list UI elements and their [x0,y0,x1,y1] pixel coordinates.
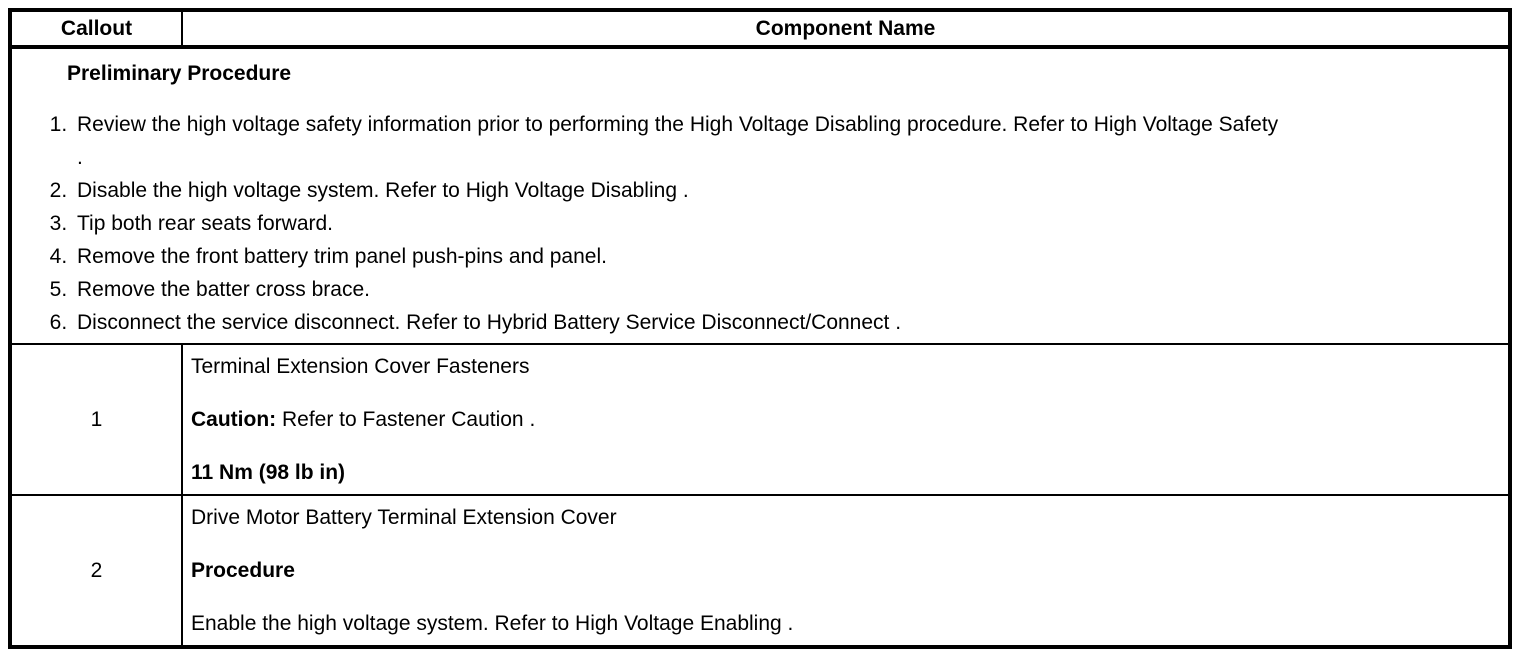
component-name-text: Terminal Extension Cover Fasteners [191,350,1498,383]
component-cell-2: Drive Motor Battery Terminal Extension C… [181,494,1511,648]
callout-number-1: 1 [9,343,183,496]
preliminary-step-3: Tip both rear seats forward. [73,207,1498,240]
procedure-heading: Procedure [191,554,1498,587]
preliminary-step-5: Remove the batter cross brace. [73,273,1498,306]
preliminary-step-4: Remove the front battery trim panel push… [73,240,1498,273]
component-name-column-header: Component Name [181,9,1511,49]
component-cell-1: Terminal Extension Cover Fasteners Cauti… [181,343,1511,496]
component-name-plain: Drive Motor Battery Terminal Extension C… [191,506,617,529]
table-row-callout-2: 2 Drive Motor Battery Terminal Extension… [9,494,1511,648]
callout-component-table: Callout Component Name Preliminary Proce… [8,8,1512,649]
torque-spec: 11 Nm (98 lb in) [191,456,1498,489]
preliminary-step-6: Disconnect the service disconnect. Refer… [73,306,1498,339]
preliminary-step-1: Review the high voltage safety informati… [73,108,1498,174]
preliminary-procedure-row: Preliminary Procedure Review the high vo… [9,46,1511,345]
component-name-text: Drive Motor Battery Terminal Extension C… [191,501,1498,534]
caution-label: Caution: [191,408,277,431]
header-row: Callout Component Name [9,9,1511,49]
component-name-plain: Terminal Extension Cover Fasteners [191,355,530,378]
caution-note: Caution: Refer to Fastener Caution . [191,403,1498,436]
callout-number-2: 2 [9,494,183,648]
procedure-label: Procedure [191,559,295,582]
preliminary-step-2: Disable the high voltage system. Refer t… [73,174,1498,207]
torque-value: 11 Nm (98 lb in) [191,461,346,484]
preliminary-procedure-title: Preliminary Procedure [67,62,292,85]
preliminary-procedure-cell: Preliminary Procedure Review the high vo… [9,46,1511,345]
callout-column-header: Callout [9,9,183,49]
enable-instruction: Enable the high voltage system. Refer to… [191,607,1498,640]
enable-instruction-text: Enable the high voltage system. Refer to… [191,612,794,635]
table-row-callout-1: 1 Terminal Extension Cover Fasteners Cau… [9,343,1511,496]
preliminary-steps-list: Review the high voltage safety informati… [22,108,1498,339]
caution-text: Refer to Fastener Caution . [276,408,536,431]
